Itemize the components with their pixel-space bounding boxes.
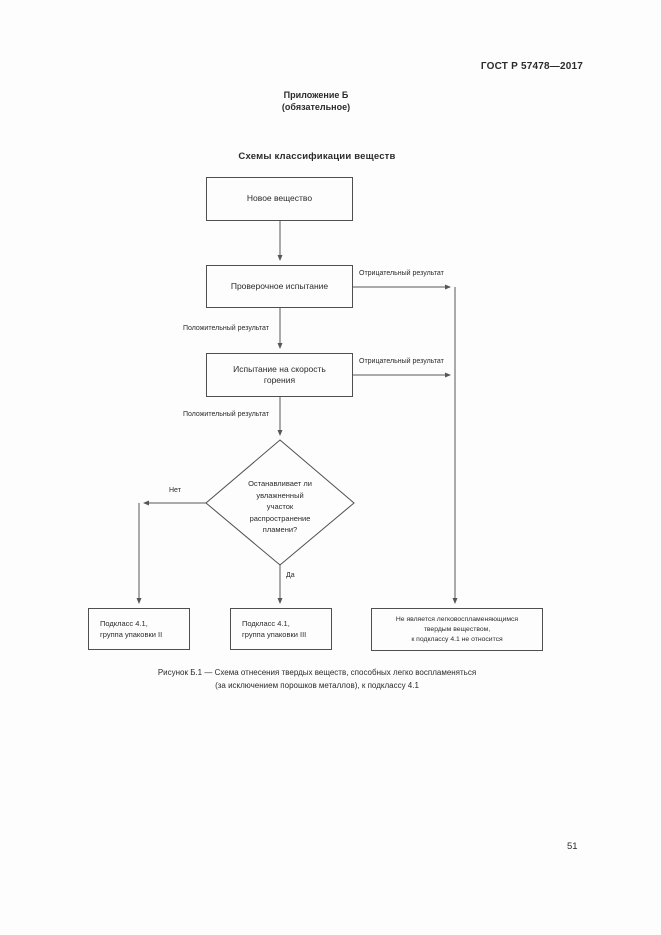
edge-label-no: Нет [169,487,181,494]
flow-box-label: Подкласс 4.1, группа упаковки III [242,619,307,639]
flow-box-outcome-pg3: Подкласс 4.1, группа упаковки III [230,608,332,650]
flow-box-outcome-pg2: Подкласс 4.1, группа упаковки II [88,608,190,650]
flow-box-label: Подкласс 4.1, группа упаковки II [100,619,163,639]
flow-box-outcome-not-class41: Не является легковоспламеняющимся тверды… [371,608,543,651]
edge-label-negative-result-1: Отрицательный результат [359,270,444,277]
decision-question: Останавливает ли увлажненный участок рас… [248,479,312,534]
flow-box-screening-test: Проверочное испытание [206,265,353,308]
flow-box-label: Не является легковоспламеняющимся тверды… [395,615,519,643]
edge-label-positive-result-1: Положительный результат [183,325,269,332]
document-header: ГОСТ Р 57478—2017 [480,61,583,72]
figure-caption: Рисунок Б.1 — Схема отнесения твердых ве… [157,668,477,690]
flow-box-burning-rate-test: Испытание на скорость горения [206,353,353,397]
edge-label-positive-result-2: Положительный результат [183,411,269,418]
flow-box-label: Испытание на скорость горения [233,363,326,386]
edge-label-negative-result-2: Отрицательный результат [359,358,444,365]
page-number: 51 [567,841,578,852]
flow-box-label: Новое вещество [246,193,313,204]
flow-box-new-substance: Новое вещество [206,177,353,221]
flow-box-label: Проверочное испытание [230,280,329,291]
page-title: Схемы классификации веществ [238,151,396,162]
annex-title: Приложение Б (обязательное) [281,90,351,112]
edge-label-yes: Да [286,572,295,579]
